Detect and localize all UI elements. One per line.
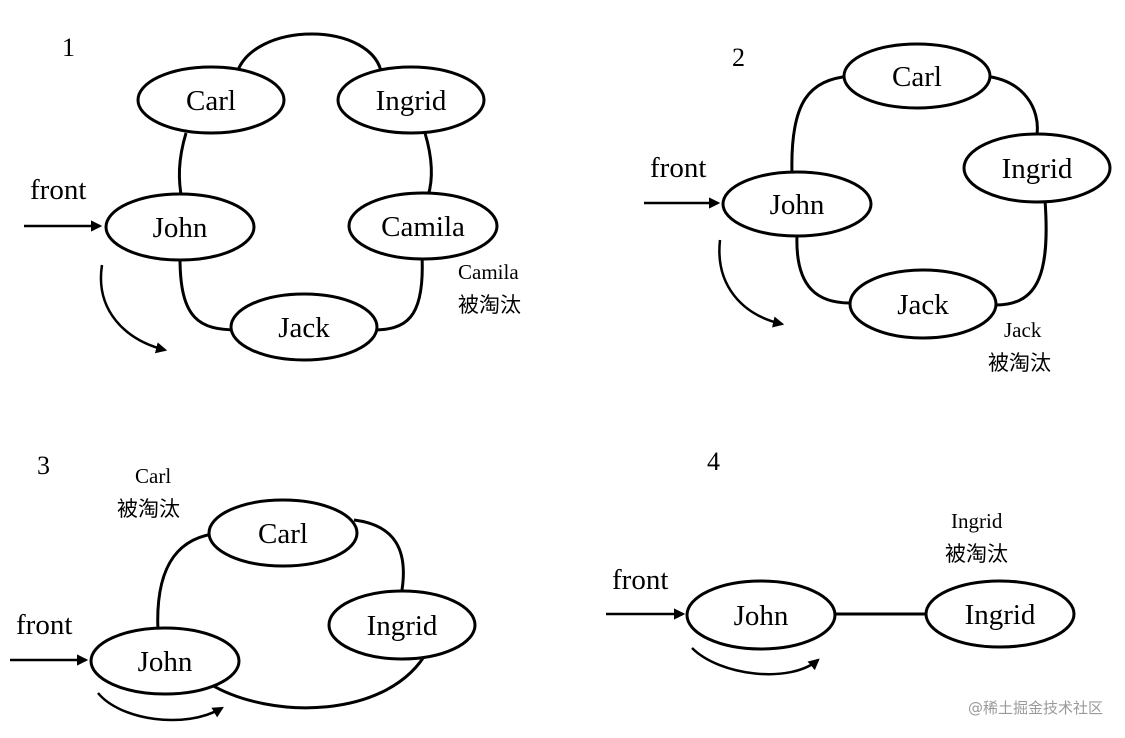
node-label: Ingrid	[376, 85, 447, 117]
node-john	[104, 192, 256, 262]
node-label: Jack	[897, 289, 949, 321]
link-carl-ingrid	[983, 74, 1039, 135]
eliminated-note: 被淘汰	[945, 542, 1008, 566]
node-jack	[229, 292, 379, 362]
node-label: Ingrid	[1002, 153, 1073, 185]
link-ingrid-jack	[995, 199, 1048, 307]
step-number: 1	[62, 33, 75, 62]
node-ingrid	[924, 579, 1076, 649]
front-label: front	[650, 152, 706, 184]
front-label: front	[30, 174, 86, 206]
node-carl	[136, 65, 286, 135]
step-number: 4	[707, 447, 720, 476]
eliminated-name: Carl	[135, 464, 171, 488]
rotation-arrow	[97, 692, 224, 722]
link-carl-ingrid	[234, 32, 384, 77]
node-john	[685, 579, 837, 651]
link-john-ingrid	[209, 649, 430, 710]
eliminated-name: Jack	[1004, 318, 1042, 342]
node-label: Ingrid	[965, 599, 1036, 631]
watermark: @稀土掘金技术社区	[968, 699, 1103, 717]
step-number: 2	[732, 43, 745, 72]
rotation-arrow	[718, 239, 785, 328]
front-label: front	[16, 609, 72, 641]
panel-3: 3 Carl Ingrid John front Carl 被淘汰	[10, 451, 477, 722]
step-number: 3	[37, 451, 50, 480]
panel-2: 2 Carl Ingrid John Jack front Jack 被淘汰	[644, 42, 1112, 375]
panel-1: 1 Carl Ingrid John Camila Jack front Cam…	[24, 32, 521, 362]
link-carl-john	[156, 532, 214, 633]
node-label: John	[153, 212, 208, 244]
eliminated-name: Ingrid	[951, 509, 1003, 533]
node-john	[721, 170, 873, 238]
node-carl	[207, 498, 359, 568]
node-label: Carl	[186, 85, 236, 117]
node-john	[89, 626, 241, 696]
link-ingrid-camila	[423, 132, 433, 197]
node-label: Carl	[892, 61, 942, 93]
link-carl-john	[790, 74, 851, 175]
node-jack	[848, 268, 998, 340]
front-label: front	[612, 564, 668, 596]
eliminated-note: 被淘汰	[117, 497, 180, 521]
node-carl	[842, 42, 992, 110]
node-label: Carl	[258, 518, 308, 550]
node-label: John	[770, 189, 825, 221]
link-john-jack	[178, 257, 239, 332]
node-label: Camila	[381, 211, 465, 243]
link-john-jack	[795, 234, 851, 305]
node-ingrid	[327, 589, 477, 661]
panel-4: 4 John Ingrid front Ingrid 被淘汰	[606, 447, 1076, 676]
link-carl-ingrid	[353, 518, 405, 591]
node-label: Jack	[278, 312, 330, 344]
eliminated-note: 被淘汰	[988, 351, 1051, 375]
link-camila-jack	[371, 255, 424, 332]
link-carl-john	[177, 132, 188, 201]
rotation-arrow	[691, 647, 820, 676]
node-camila	[347, 191, 499, 261]
rotation-arrow	[99, 264, 168, 354]
eliminated-note: 被淘汰	[458, 293, 521, 317]
node-label: John	[734, 600, 789, 632]
node-label: John	[138, 646, 193, 678]
eliminated-name: Camila	[458, 260, 519, 284]
node-ingrid	[962, 132, 1112, 204]
node-label: Ingrid	[367, 610, 438, 642]
node-ingrid	[336, 65, 486, 135]
